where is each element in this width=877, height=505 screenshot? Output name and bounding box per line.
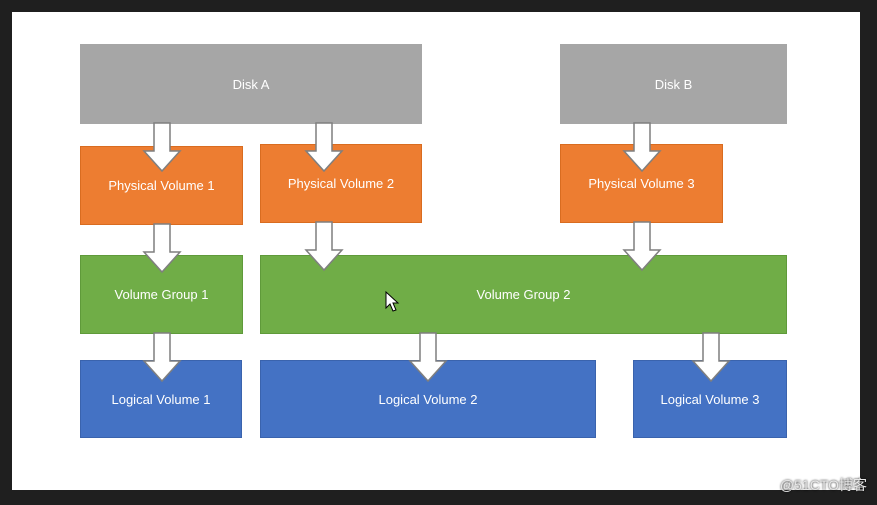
disk-b-label: Disk B [654,76,693,92]
physical-volume-2-box: Physical Volume 2 [260,144,422,223]
logical-volume-2-label: Logical Volume 2 [378,391,478,407]
disk-a-box: Disk A [80,44,422,124]
logical-volume-1-box: Logical Volume 1 [80,360,242,438]
logical-volume-2-box: Logical Volume 2 [260,360,596,438]
volume-group-2-label: Volume Group 2 [476,287,571,302]
logical-volume-3-label: Logical Volume 3 [660,391,760,407]
volume-group-1-box: Volume Group 1 [80,255,243,334]
physical-volume-3-box: Physical Volume 3 [560,144,723,223]
disk-b-box: Disk B [560,44,787,124]
physical-volume-3-label: Physical Volume 3 [588,176,695,191]
logical-volume-3-box: Logical Volume 3 [633,360,787,438]
volume-group-1-label: Volume Group 1 [114,287,209,302]
disk-a-label: Disk A [232,76,270,92]
physical-volume-1-box: Physical Volume 1 [80,146,243,225]
physical-volume-1-label: Physical Volume 1 [108,178,215,193]
physical-volume-2-label: Physical Volume 2 [287,176,395,191]
volume-group-2-box: Volume Group 2 [260,255,787,334]
logical-volume-1-label: Logical Volume 1 [111,391,211,407]
watermark: @51CTO博客 [779,477,867,493]
